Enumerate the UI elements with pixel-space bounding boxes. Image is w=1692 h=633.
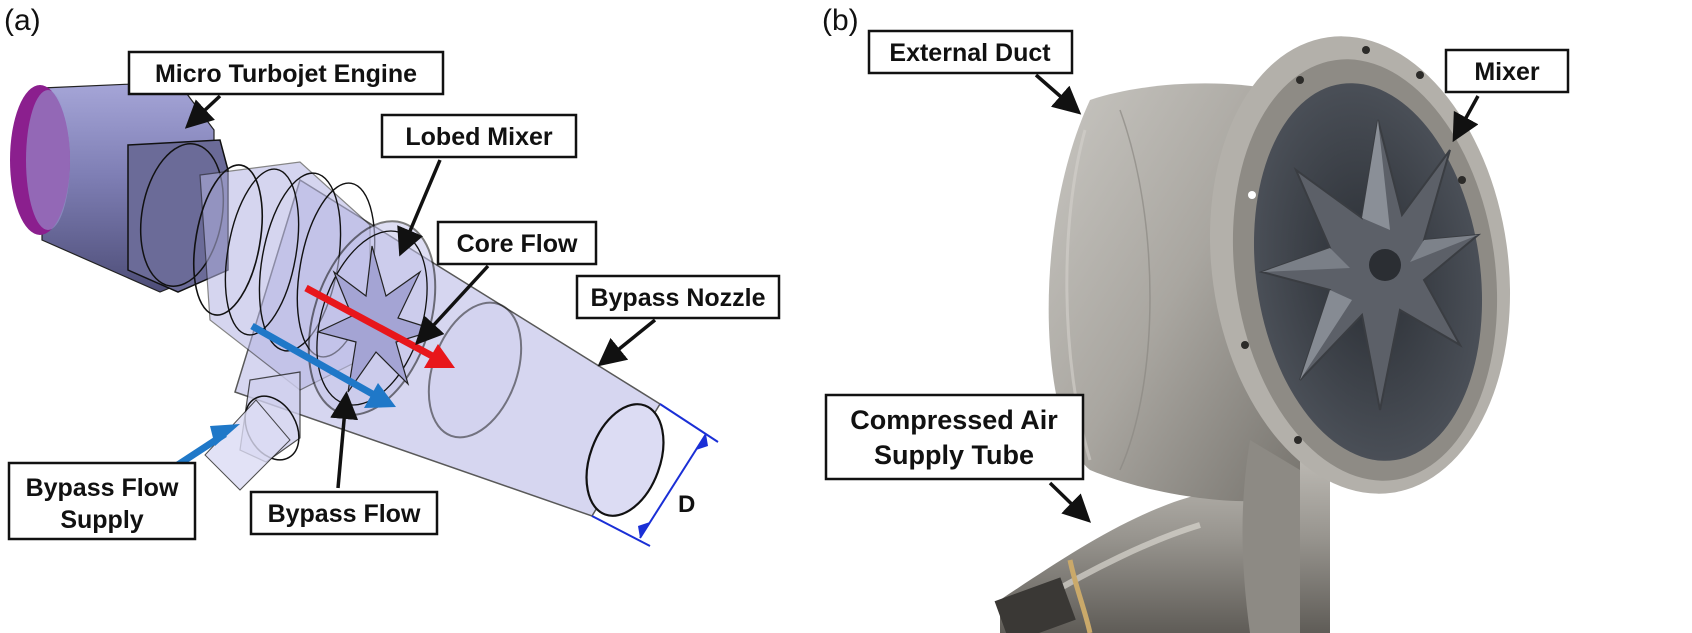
lobed-mixer-photo — [1258, 119, 1482, 411]
svg-text:Compressed Air: Compressed Air — [850, 405, 1058, 435]
label-mixer: Mixer — [1444, 48, 1570, 143]
panel-a-letter: (a) — [4, 4, 41, 37]
label-bypass-flow-supply: Bypass Flow Supply — [7, 461, 197, 541]
svg-text:Bypass Nozzle: Bypass Nozzle — [590, 284, 765, 312]
svg-text:External Duct: External Duct — [889, 39, 1051, 67]
label-external-duct: External Duct — [867, 29, 1082, 115]
panel-b-letter: (b) — [822, 4, 859, 37]
dimension-d-label: D — [678, 491, 695, 518]
lobed-mixer-star — [316, 245, 439, 393]
core-flow-arrow — [304, 284, 455, 368]
mixer-casing — [193, 161, 439, 416]
bypass-supply-pipe — [204, 371, 301, 491]
svg-text:Bypass Flow: Bypass Flow — [26, 474, 179, 502]
label-core-flow: Core Flow — [415, 220, 598, 346]
panel-a: (a) — [4, 4, 781, 547]
svg-text:Supply Tube: Supply Tube — [874, 440, 1034, 470]
label-micro-turbojet-engine: Micro Turbojet Engine — [127, 50, 445, 129]
bypass-flow-arrow — [250, 322, 396, 408]
panel-b: (b) — [822, 4, 1570, 633]
dimension-d: D — [591, 403, 719, 547]
svg-text:Bypass Flow: Bypass Flow — [268, 500, 421, 528]
label-compressed-air-supply-tube: Compressed Air Supply Tube — [824, 393, 1092, 523]
label-bypass-nozzle: Bypass Nozzle — [575, 274, 781, 367]
svg-text:Core Flow: Core Flow — [457, 230, 578, 258]
svg-text:Lobed Mixer: Lobed Mixer — [405, 123, 553, 151]
svg-text:Supply: Supply — [60, 506, 143, 534]
label-bypass-flow: Bypass Flow — [249, 391, 439, 536]
label-lobed-mixer: Lobed Mixer — [380, 113, 578, 257]
svg-text:Mixer: Mixer — [1474, 58, 1540, 86]
svg-text:Micro Turbojet Engine: Micro Turbojet Engine — [155, 60, 417, 88]
